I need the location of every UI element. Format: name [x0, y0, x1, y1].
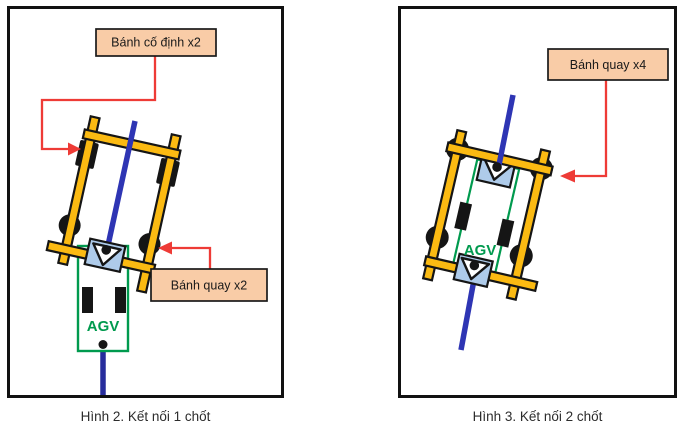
- connection-pole-upper: [496, 94, 516, 166]
- label-box-swivel-wheels: [150, 268, 268, 302]
- arrow-left-icon: [560, 169, 575, 183]
- diagram-2-pin-connection: AGV Bánh quay x4: [421, 48, 669, 351]
- trailer-frame-with-agv: [421, 128, 554, 301]
- callout-line: [40, 56, 157, 151]
- agv-right-wheel: [496, 218, 515, 248]
- label-swivel-wheels: Bánh quay x4: [570, 58, 646, 72]
- pin-connector: [83, 237, 127, 274]
- connection-pole: [104, 120, 138, 251]
- label-fixed-wheels: Bánh cố định x2: [111, 36, 201, 50]
- panel-figure-2: AGV: [7, 6, 284, 398]
- caption-figure-3: Hình 3. Kết nối 2 chốt: [472, 409, 603, 424]
- callout-swivel-wheels: Bánh quay x2: [150, 241, 268, 302]
- frame-right-rail: [135, 133, 182, 294]
- callout-swivel-wheels: Bánh quay x4: [547, 48, 669, 183]
- agv-label: AGV: [87, 318, 120, 335]
- connector-pin-dot-bottom: [469, 260, 480, 271]
- connector-pin-dot-top: [492, 162, 502, 172]
- connector-pin-dot: [101, 245, 112, 255]
- agv-label: AGV: [464, 242, 497, 259]
- callout-fixed-wheels: Bánh cố định x2: [40, 28, 217, 156]
- diagram-1-pin-connection: AGV: [40, 28, 268, 395]
- callout-line: [575, 80, 608, 178]
- agv-left-wheel: [82, 287, 93, 313]
- label-box-fixed-wheels: [95, 28, 217, 57]
- panel-figure-3: AGV Bánh quay x4: [398, 6, 677, 398]
- frame-left-rail: [56, 115, 101, 267]
- frame-right-rail: [505, 148, 552, 301]
- arrow-right-icon: [68, 142, 81, 156]
- agv-left-wheel: [454, 201, 473, 231]
- callout-line: [172, 246, 212, 269]
- caption-figure-2: Hình 2. Kết nối 1 chốt: [80, 409, 211, 424]
- frame-left-rail: [421, 128, 468, 282]
- agv-right-wheel: [115, 287, 126, 313]
- arrow-left-icon: [158, 241, 172, 255]
- label-box-swivel-wheels: [547, 48, 669, 81]
- agv-rear-pin-dot: [98, 340, 108, 349]
- label-swivel-wheels: Bánh quay x2: [171, 279, 247, 293]
- pin-connectors-overlay: [452, 162, 502, 289]
